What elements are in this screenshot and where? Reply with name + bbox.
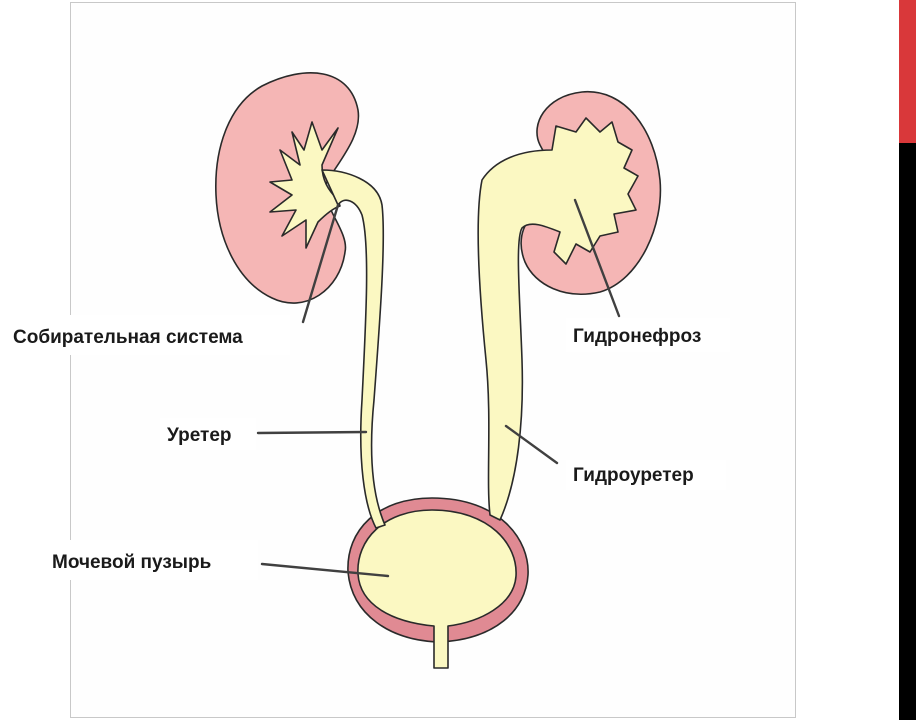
leader-hydronephrosis [573, 198, 621, 318]
slide-accent-bar [899, 0, 916, 143]
label-box-hydroureter [566, 460, 726, 490]
label-box-collecting-system [6, 315, 290, 355]
label-box-bladder [36, 540, 258, 580]
label-ureter: Уретер [167, 425, 232, 446]
slide-side-bar [899, 0, 916, 720]
leader-bladder [260, 562, 390, 578]
label-hydronephrosis: Гидронефроз [573, 326, 701, 347]
label-collecting-system: Собирательная система [13, 327, 243, 348]
leader-hydroureter [504, 424, 559, 465]
left-collecting-system [269, 121, 341, 249]
label-box-ureter [160, 418, 256, 450]
left-ureter [321, 169, 386, 529]
leader-ureter [256, 430, 368, 435]
right-ureter [477, 117, 639, 521]
label-bladder: Мочевой пузырь [52, 552, 211, 573]
label-box-hydronephrosis [566, 318, 730, 352]
label-hydroureter: Гидроуретер [573, 465, 694, 486]
bladder-lumen [357, 509, 517, 669]
leader-collecting-system [301, 203, 340, 324]
